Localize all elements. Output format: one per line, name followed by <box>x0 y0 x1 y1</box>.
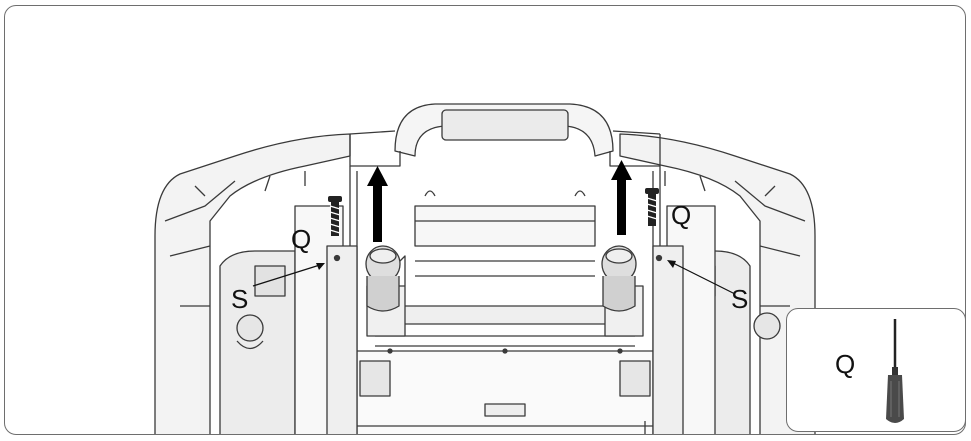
left-housing <box>154 133 351 434</box>
callout-s-left <box>252 263 325 287</box>
bracket-left <box>294 205 358 434</box>
up-arrow-icon <box>367 166 388 242</box>
label-bracket-left: S <box>231 284 249 314</box>
up-arrow-icon <box>611 160 632 235</box>
bracket-right <box>652 205 716 434</box>
screwdriver-icon <box>886 319 904 423</box>
label-tool: Q <box>835 349 856 379</box>
wheel-assembly-left <box>365 245 406 337</box>
top-handle <box>349 103 661 167</box>
screw-right <box>645 188 659 226</box>
label-screw-right: Q <box>671 200 692 230</box>
label-bracket-right: S <box>731 284 749 314</box>
screw-left <box>328 196 342 236</box>
callout-s-right <box>667 260 736 295</box>
wheel-assembly-right <box>601 245 644 337</box>
machine-illustration <box>154 103 816 434</box>
label-screw-left: Q <box>291 224 312 254</box>
tool-callout-box: Q <box>786 308 966 432</box>
diagram-frame: Q Q S S <box>4 5 966 435</box>
